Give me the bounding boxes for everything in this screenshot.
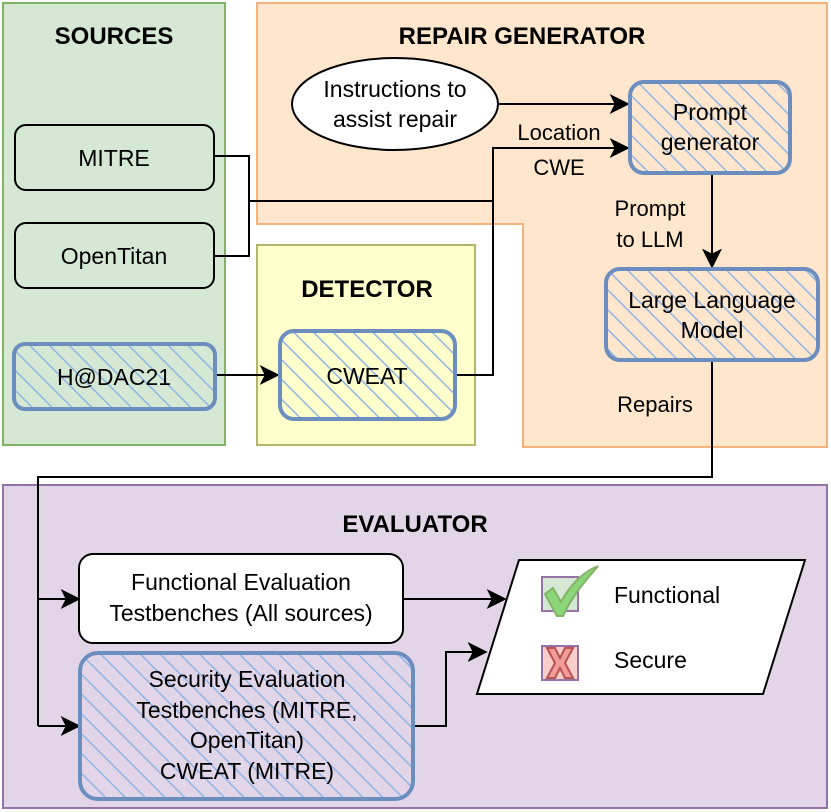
result-secure-label: Secure xyxy=(614,647,687,673)
edge-label-prompt: Prompt xyxy=(615,196,686,221)
edge-label-to-llm: to LLM xyxy=(616,227,683,252)
hdac21-hatch xyxy=(12,342,217,411)
prompt-generator-line1: Prompt xyxy=(673,99,748,125)
security-eval-line2: Testbenches (MITRE, xyxy=(136,697,357,723)
cweat-label: CWEAT xyxy=(326,363,407,389)
opentitan-connector xyxy=(214,201,250,257)
opentitan-label: OpenTitan xyxy=(61,243,168,269)
cweat-to-prompt-arrow xyxy=(455,138,630,376)
edge-label-repairs: Repairs xyxy=(617,392,693,417)
prompt-generator-line2: generator xyxy=(661,129,760,155)
llm-line2: Model xyxy=(681,317,744,343)
repairs-connector xyxy=(37,360,713,726)
llm-line1: Large Language xyxy=(628,287,796,313)
instructions-line2: assist repair xyxy=(333,106,457,132)
llm-hatch xyxy=(604,267,820,362)
edge-label-cwe: CWE xyxy=(533,155,584,180)
repair-generator-title: REPAIR GENERATOR xyxy=(399,23,646,50)
detector-title: DETECTOR xyxy=(301,276,433,303)
instructions-node xyxy=(291,57,499,151)
instructions-line1: Instructions to xyxy=(323,76,466,102)
evaluator-title: EVALUATOR xyxy=(342,511,487,538)
sources-title: SOURCES xyxy=(55,23,174,50)
result-functional-label: Functional xyxy=(614,582,720,608)
functional-eval-line1: Functional Evaluation xyxy=(131,569,351,595)
functional-eval-node xyxy=(78,553,404,644)
results-node xyxy=(475,559,807,695)
edge-label-location: Location xyxy=(517,120,600,145)
security-eval-line3: OpenTitan) xyxy=(190,727,304,753)
cweat-hatch xyxy=(278,329,457,421)
prompt-generator-hatch xyxy=(628,80,792,175)
cross-icon xyxy=(545,647,575,679)
mitre-node xyxy=(14,124,215,191)
mitre-label: MITRE xyxy=(78,145,150,171)
opentitan-node xyxy=(14,222,215,289)
security-to-results-arrow xyxy=(413,642,488,727)
security-eval-line1: Security Evaluation xyxy=(149,666,346,692)
security-eval-line4: CWEAT (MITRE) xyxy=(160,758,334,784)
checkmark-icon xyxy=(543,565,599,617)
mitre-connector xyxy=(214,155,493,202)
security-eval-hatch xyxy=(78,651,415,801)
functional-eval-line2: Testbenches (All sources) xyxy=(109,600,372,626)
hdac21-label: H@DAC21 xyxy=(57,364,171,390)
